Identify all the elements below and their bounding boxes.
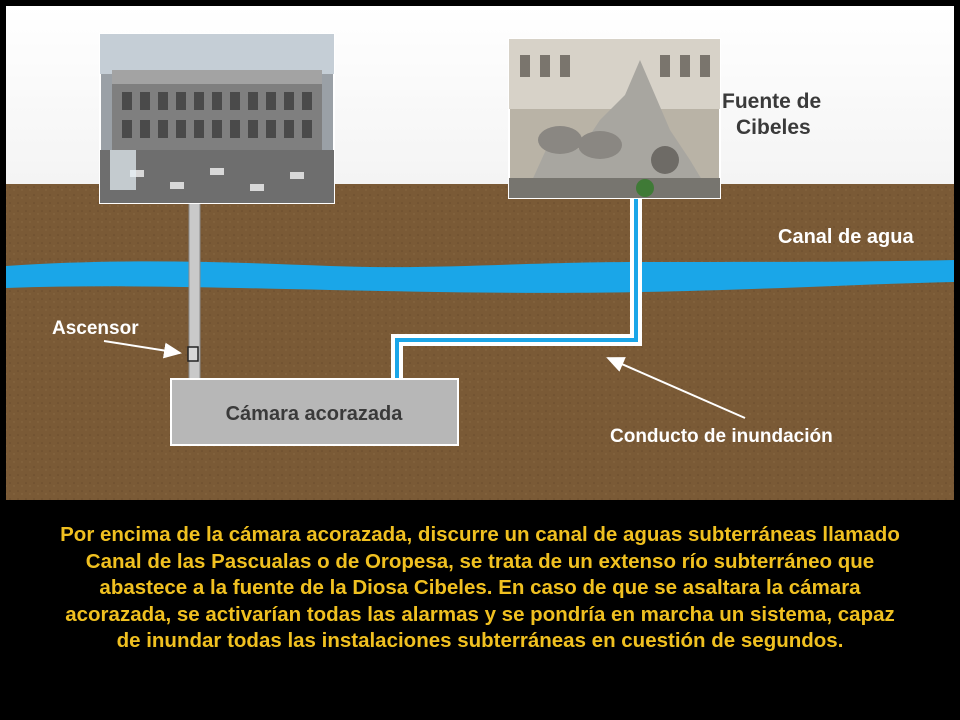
vault-box [170,378,459,446]
vault-label: Cámara acorazada [226,403,404,425]
photo-cibeles-fountain [508,38,721,199]
fountain-label-line2: Cibeles [736,116,811,139]
flood-duct-arrow [606,357,746,419]
water-canal [6,260,954,293]
photo-bank-building [99,33,335,204]
canal-label: Canal de agua [778,226,914,248]
elevator-arrow [103,340,182,359]
flood-duct-label: Conducto de inundación [610,426,833,447]
fountain-label-line1: Fuente de [722,90,821,113]
elevator-label: Ascensor [52,318,139,339]
flood-duct-water [395,198,638,378]
elevator-cabin [187,346,199,362]
caption-text: Por encima de la cámara acorazada, discu… [60,523,900,652]
